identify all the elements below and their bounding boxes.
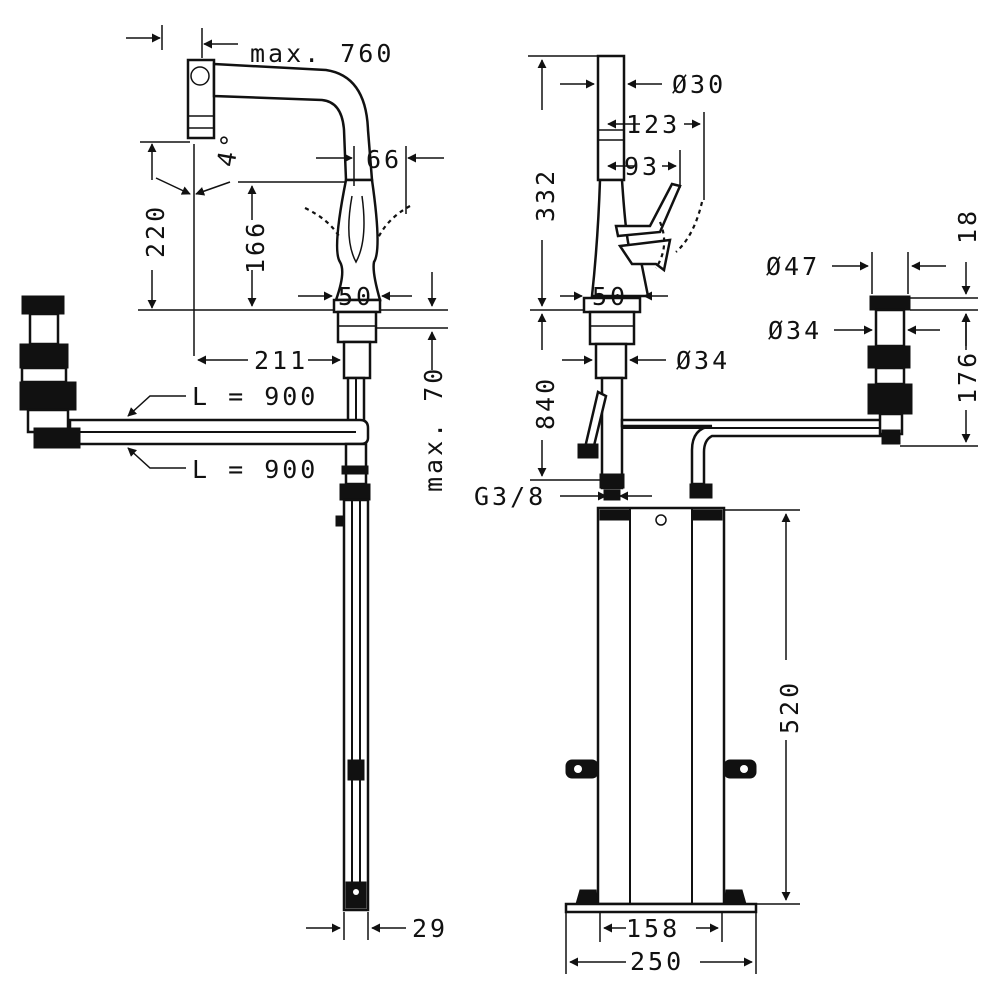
label-dia-47: Ø47	[766, 252, 820, 281]
faucet-spout	[186, 58, 374, 182]
spray-front-outer	[675, 201, 704, 253]
label-dim-18: 18	[953, 208, 982, 244]
faucet-body	[332, 178, 382, 380]
supply-hoses	[68, 376, 371, 912]
spray-front	[655, 221, 666, 269]
label-dim-29: 29	[412, 914, 448, 943]
front-view: Ø30 332 123 93 50 Ø34 840 G3/8	[474, 54, 982, 976]
label-dia-34-valve: Ø34	[768, 316, 822, 345]
spray-left	[304, 207, 341, 239]
front-hoses	[577, 376, 890, 501]
side-view: max. 760 220 4° 166 66 50 211	[19, 25, 448, 943]
faucet-front-body	[582, 54, 682, 380]
shutoff-valve-right	[867, 295, 913, 445]
label-dim-66: 66	[366, 145, 402, 174]
label-dia-34-body: Ø34	[676, 346, 730, 375]
label-width-250: 250	[630, 947, 684, 976]
label-dia-30: Ø30	[672, 70, 726, 99]
label-dim-123: 123	[626, 110, 680, 139]
label-height-520: 520	[775, 680, 804, 734]
label-max-reach: max. 760	[250, 39, 394, 68]
label-dim-93: 93	[624, 152, 660, 181]
label-height-176: 176	[953, 350, 982, 404]
label-dim-50-side: 50	[338, 282, 374, 311]
label-height-332: 332	[531, 168, 560, 222]
label-max-thickness: max. 70	[419, 366, 448, 492]
shutoff-valve-left	[19, 295, 81, 449]
label-hose-length-2: L = 900	[192, 455, 318, 484]
spray-right	[377, 205, 411, 239]
label-height-220: 220	[141, 204, 170, 258]
label-dim-50-front: 50	[592, 282, 628, 311]
label-thread: G3/8	[474, 482, 546, 511]
label-height-166: 166	[241, 220, 270, 274]
label-dim-211: 211	[254, 346, 308, 375]
label-height-840: 840	[531, 376, 560, 430]
label-hose-length-1: L = 900	[192, 382, 318, 411]
label-angle: 4°	[211, 128, 246, 169]
label-width-158: 158	[626, 914, 680, 943]
under-sink-box	[564, 506, 758, 914]
